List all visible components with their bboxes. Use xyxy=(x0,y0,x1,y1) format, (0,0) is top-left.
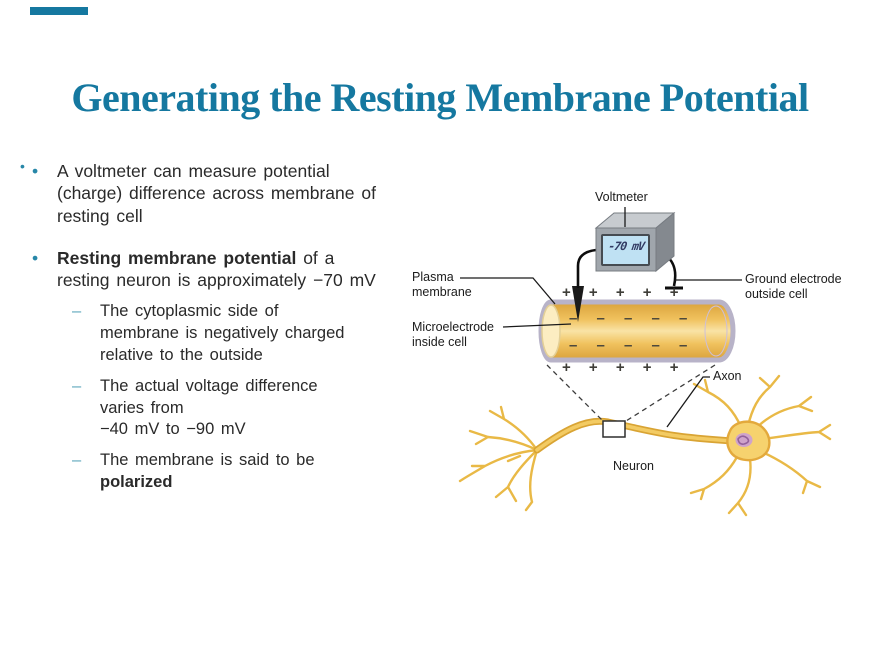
bullet-resting-potential: • Resting membrane potential of a restin… xyxy=(28,247,398,292)
voltage-range-lead: The actual voltage difference varies fro… xyxy=(100,376,318,417)
voltmeter-device xyxy=(576,211,683,290)
plus-charges-above-membrane: + + + + + xyxy=(562,284,679,301)
subbullet-voltage-range-text: The actual voltage difference varies fro… xyxy=(100,376,362,441)
subbullet-marker: – xyxy=(72,302,82,321)
bullet-voltmeter: • A voltmeter can measure potential (cha… xyxy=(28,160,398,227)
plus-charges-below-membrane: + + + + + xyxy=(562,359,679,376)
bullet-marker: • xyxy=(32,247,39,268)
microelectrode-label: Microelectrode inside cell xyxy=(412,320,494,349)
membrane-potential-diagram: + + + + + – – – – – – – – – – + + + + + … xyxy=(400,180,880,540)
plasma-membrane-tube xyxy=(538,299,736,363)
subbullet-voltage-range: – The actual voltage difference varies f… xyxy=(72,376,398,441)
bullet-voltmeter-text: A voltmeter can measure potential (charg… xyxy=(57,161,376,226)
voltmeter-label: Voltmeter xyxy=(595,190,648,204)
tube-right-cap-rim xyxy=(704,305,728,357)
microelectrode-leader xyxy=(502,323,572,328)
locator-rectangle xyxy=(602,420,626,438)
axon-terminals xyxy=(458,405,539,512)
plasma-membrane-label: Plasma membrane xyxy=(412,270,472,299)
axon-tube xyxy=(538,299,736,363)
polarized-lead: The membrane is said to be xyxy=(100,451,315,470)
voltmeter-screen xyxy=(601,234,650,266)
subbullet-polarized: – The membrane is said to be polarized xyxy=(72,450,398,494)
subbullet-marker: – xyxy=(72,376,82,395)
resting-potential-rest: of a resting neuron is approximately −70… xyxy=(57,247,376,291)
corner-accent-bar xyxy=(30,7,88,15)
minus-charges-inside-bottom: – – – – – xyxy=(569,337,688,354)
neuron-illustration xyxy=(458,374,832,517)
voltmeter-reading: -70 mV xyxy=(607,239,645,253)
polarized-bold: polarized xyxy=(100,473,173,492)
stray-bullet-dot: • xyxy=(20,158,25,174)
dendrites xyxy=(689,374,832,517)
subbullet-cytoplasmic: – The cytoplasmic side of membrane is ne… xyxy=(72,301,398,366)
subbullet-polarized-text: The membrane is said to be polarized xyxy=(100,450,362,494)
bullet-list: • A voltmeter can measure potential (cha… xyxy=(28,160,398,503)
neuron-label: Neuron xyxy=(613,459,654,473)
axon-line xyxy=(533,417,736,454)
axon-leader xyxy=(666,376,710,428)
ground-electrode-label: Ground electrode outside cell xyxy=(745,272,842,301)
axon-line-highlight xyxy=(535,419,734,452)
minus-charges-inside-top: – – – – – xyxy=(569,310,688,327)
tube-left-opening xyxy=(541,304,561,358)
bullet-resting-potential-text: Resting membrane potential of a resting … xyxy=(57,247,381,292)
plasma-membrane-leader xyxy=(460,277,556,305)
axon-label: Axon xyxy=(713,369,742,383)
subbullet-marker: – xyxy=(72,451,82,470)
voltage-range-values: −40 mV to −90 mV xyxy=(100,420,246,439)
nucleolus-squiggle xyxy=(737,435,750,445)
left-wire xyxy=(576,248,597,288)
subbullet-cytoplasmic-text: The cytoplasmic side of membrane is nega… xyxy=(100,302,345,365)
resting-potential-bold: Resting membrane potential xyxy=(57,247,297,268)
diagram-artwork xyxy=(458,207,832,517)
leader-lines xyxy=(460,207,742,428)
microelectrode-needle xyxy=(572,286,584,322)
magnification-lines xyxy=(546,364,716,438)
bullet-marker: • xyxy=(32,161,39,181)
slide-title: Generating the Resting Membrane Potentia… xyxy=(71,75,809,120)
